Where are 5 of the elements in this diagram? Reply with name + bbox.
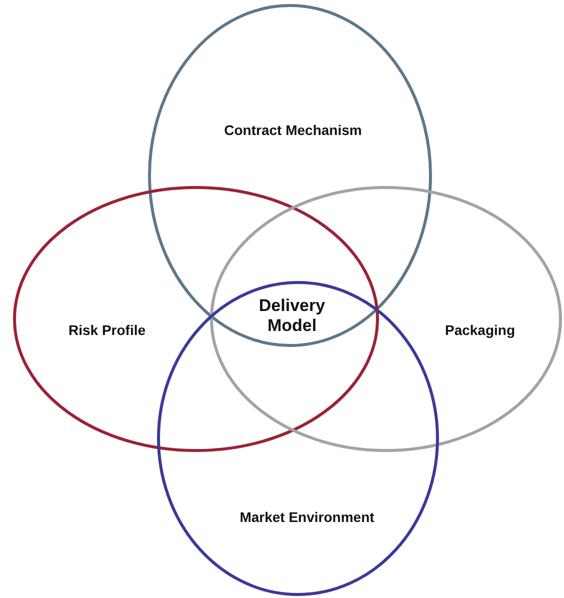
- set-label: Risk Profile: [68, 322, 146, 338]
- set-label: Contract Mechanism: [224, 122, 362, 138]
- set-label: Packaging: [444, 322, 516, 338]
- set-label: Market Environment: [240, 509, 374, 525]
- center-label: Delivery Model: [258, 296, 326, 336]
